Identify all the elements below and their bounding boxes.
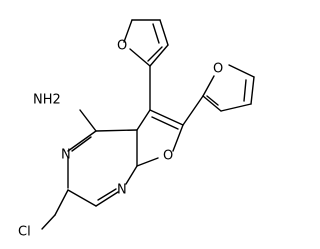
chlorine-label: Cl <box>18 225 31 240</box>
bond-c2-ch2 <box>54 189 69 216</box>
bond-c4a-c5 <box>136 109 151 131</box>
molecule-diagram: NH2 N N O O O Cl <box>18 19 255 240</box>
bond-c2-n1-inner <box>97 188 117 201</box>
bond-c4a-c4 <box>95 129 138 132</box>
bond-c6-o <box>172 124 184 152</box>
pyrimidine-n3-label: N <box>61 148 71 163</box>
pyrimidine-n1-label: N <box>117 183 127 198</box>
bond-c5-c6 <box>149 109 184 126</box>
bond-c5-c6-inner <box>151 116 179 130</box>
bond-furan2-a <box>202 75 215 97</box>
bond-ch2-cl <box>41 214 56 230</box>
bond-furan1-e <box>149 44 169 67</box>
furan-core-o-label: O <box>163 149 173 164</box>
atom-labels: NH2 N N O O O Cl <box>18 39 223 240</box>
bond-furan1-e-inner <box>147 46 163 62</box>
bonds <box>41 19 255 230</box>
bond-furan2-e-inner <box>206 95 219 106</box>
bond-c2-cl-chain <box>67 189 97 207</box>
bond-furan2-c <box>250 76 255 105</box>
bond-furan2-e <box>202 95 222 112</box>
bond-c2-n1 <box>95 191 119 207</box>
bond-c6-furan2 <box>182 95 204 126</box>
bond-furan2-d <box>220 103 252 112</box>
furan-right-o-label: O <box>213 62 223 77</box>
bond-furan1-b <box>123 19 133 43</box>
furan-top-o-label: O <box>117 39 127 54</box>
bond-o-c7a <box>136 157 159 167</box>
bond-c4-n3 <box>67 130 97 152</box>
bond-n1-c7a <box>125 165 138 185</box>
bond-furan2-b <box>228 64 255 78</box>
bond-c4-n3-inner <box>71 136 92 152</box>
bond-furan1-d <box>159 19 169 46</box>
bond-furan2-c-inner <box>243 79 247 102</box>
bond-furan1-d-inner <box>152 23 160 44</box>
bond-furan1-a <box>129 48 151 67</box>
amine-label: NH2 <box>33 93 61 108</box>
bond-c4-nh2 <box>79 109 97 132</box>
